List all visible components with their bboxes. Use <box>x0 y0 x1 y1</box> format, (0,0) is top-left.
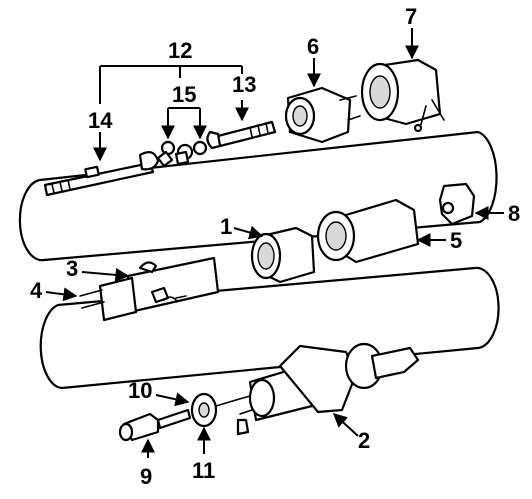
callout-4: 4 <box>30 278 43 303</box>
callout-3: 3 <box>66 256 78 281</box>
callout-labels: 12 14 15 13 6 7 8 1 5 3 4 10 9 11 2 <box>30 4 520 489</box>
intermediate-shaft <box>43 150 160 197</box>
callout-13: 13 <box>232 72 256 97</box>
column-housing <box>284 86 361 144</box>
leader-lines <box>45 28 504 458</box>
switch-assembly <box>438 182 476 226</box>
jacket-housing <box>316 198 420 264</box>
callout-8: 8 <box>508 201 520 226</box>
lock-housing <box>360 58 445 133</box>
universal-joint-bearings <box>156 140 208 168</box>
lower-coupling <box>118 392 237 442</box>
upper-shaft-yoke <box>206 120 277 150</box>
callout-11: 11 <box>192 458 215 483</box>
callout-10: 10 <box>128 378 152 403</box>
column-jacket <box>235 342 420 436</box>
callout-5: 5 <box>450 228 462 253</box>
callout-1: 1 <box>220 214 232 239</box>
callout-9: 9 <box>140 464 152 489</box>
callout-2: 2 <box>358 428 370 453</box>
callout-7: 7 <box>405 4 417 29</box>
callout-14: 14 <box>88 108 113 133</box>
lower-group-outline <box>39 266 500 390</box>
callout-6: 6 <box>307 34 319 59</box>
bearing-sleeve <box>250 226 316 284</box>
lower-shaft <box>79 256 220 322</box>
callout-12: 12 <box>168 38 192 63</box>
callout-15: 15 <box>172 82 196 107</box>
